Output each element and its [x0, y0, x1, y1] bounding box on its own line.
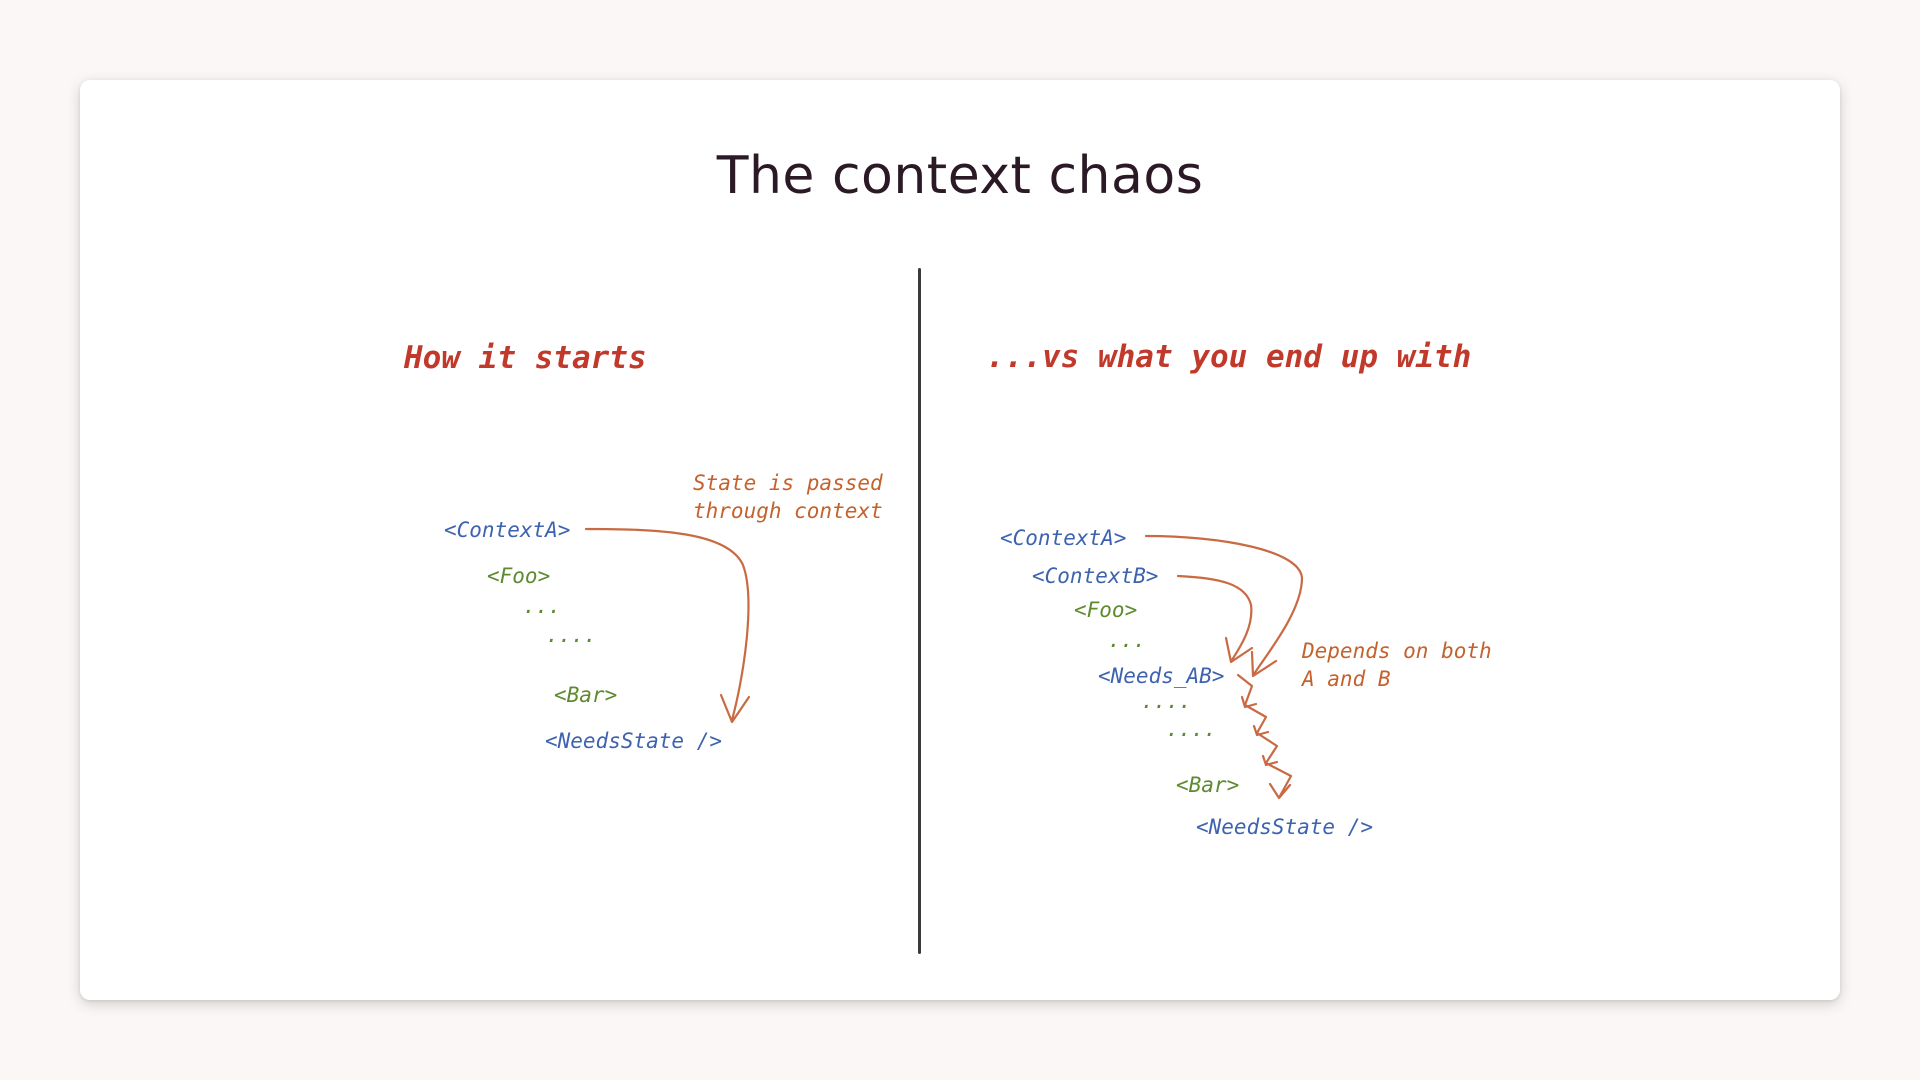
slide: The context chaos How it starts State is… [80, 80, 1840, 1000]
right-node-needs-ab: <Needs_AB> [1098, 664, 1224, 688]
right-node-context-a: <ContextA> [1000, 526, 1126, 550]
right-note-line2: A and B [1300, 667, 1391, 691]
context-diagram: How it starts State is passed through co… [403, 339, 1492, 839]
left-arrow-context-flow [584, 527, 750, 722]
left-note-line2: through context [693, 499, 883, 523]
left-node-dots2: .... [546, 623, 597, 647]
right-arrow-zigzag [1236, 673, 1293, 798]
left-node-context-a: <ContextA> [444, 518, 570, 542]
right-note-line1: Depends on both [1301, 639, 1492, 663]
right-node-dots2: .... [1166, 717, 1217, 741]
right-node-foo: <Foo> [1074, 598, 1137, 622]
right-heading: ...vs what you end up with [986, 339, 1471, 375]
right-arrow-zigzag-head-2 [1252, 724, 1270, 737]
right-arrow-zigzag-head-4 [1268, 782, 1292, 800]
left-node-needs-state: <NeedsState /> [545, 729, 722, 753]
right-arrow-context-a-head [1250, 650, 1278, 678]
right-arrow-context-b [1176, 574, 1253, 662]
right-arrow-context-a [1144, 534, 1304, 676]
right-node-dots1: .... [1141, 689, 1192, 713]
right-node-bar: <Bar> [1176, 773, 1239, 797]
right-arrow-zigzag-head-1 [1240, 695, 1258, 709]
right-arrow-context-b-head [1224, 636, 1254, 664]
left-node-dots1: ... [523, 594, 561, 618]
right-node-needs-state: <NeedsState /> [1196, 815, 1373, 839]
slide-title: The context chaos [716, 146, 1204, 206]
left-heading: How it starts [403, 340, 647, 376]
right-node-context-b: <ContextB> [1032, 564, 1158, 588]
column-divider [918, 268, 921, 954]
left-arrow-head [719, 693, 751, 724]
left-note-line1: State is passed [693, 471, 883, 495]
right-arrow-zigzag-head-3 [1261, 754, 1279, 767]
left-node-bar: <Bar> [554, 683, 617, 707]
right-node-dots0: ... [1108, 628, 1146, 652]
left-node-foo: <Foo> [487, 564, 550, 588]
